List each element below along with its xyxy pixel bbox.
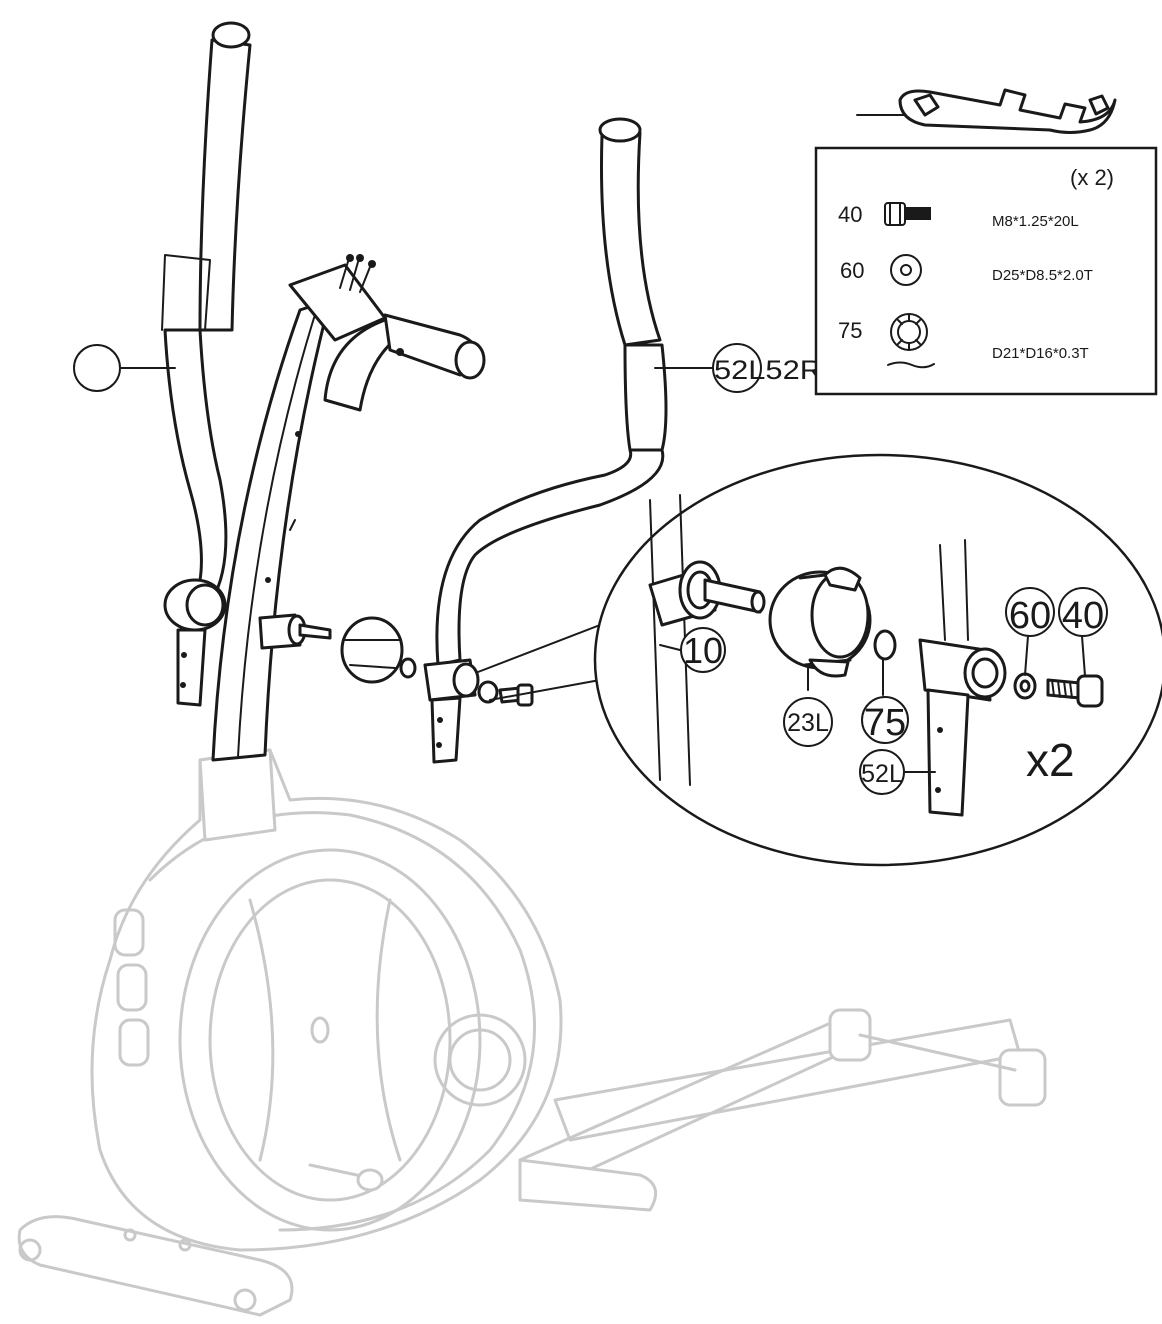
svg-text:10: 10 (683, 630, 723, 671)
svg-text:40: 40 (1062, 595, 1104, 637)
right-handlebar (423, 117, 668, 764)
exploded-parts-small (258, 613, 534, 707)
svg-text:75: 75 (864, 702, 906, 744)
trainer-body-ghost (17, 748, 1047, 1317)
callout-cap-23L: 23L (783, 697, 833, 747)
callout-handlebar-52L: 52L (859, 749, 905, 795)
callout-wave-washer-75: 75 (861, 696, 909, 744)
callout-left-handlebar (73, 344, 121, 392)
wrench-icon (856, 88, 1117, 134)
part-spec-60: D25*D8.5*2.0T (992, 267, 1093, 284)
left-handlebar (161, 21, 252, 707)
part-number-40: 40 (838, 202, 862, 227)
part-spec-40: M8*1.25*20L (992, 213, 1079, 230)
part-number-60: 60 (840, 258, 864, 283)
callout-flat-washer-60: 60 (1005, 587, 1055, 637)
callout-right-handlebar: 52L52R (712, 343, 822, 393)
svg-text:23L: 23L (787, 709, 829, 737)
hardware-box: (x 2) 40 M8*1.25*20L 60 D25*D8.5*2.0T 75… (814, 146, 1158, 396)
svg-text:60: 60 (1009, 595, 1051, 637)
bolt-icon (884, 202, 931, 226)
detail-zoom (477, 453, 1162, 867)
wave-washer-icon (887, 313, 935, 369)
hardware-quantity: (x 2) (1070, 165, 1114, 190)
part-spec-75: D21*D16*0.3T (992, 345, 1089, 362)
detail-quantity-label: x2 (1026, 734, 1075, 786)
callout-right-label: 52L52R (714, 355, 822, 385)
part-number-75: 75 (838, 318, 862, 343)
flat-washer-icon (890, 254, 922, 286)
callout-frame-10: 10 (680, 627, 726, 673)
callout-bolt-40: 40 (1058, 587, 1108, 637)
svg-text:52L: 52L (861, 760, 903, 788)
front-mast (211, 254, 486, 762)
